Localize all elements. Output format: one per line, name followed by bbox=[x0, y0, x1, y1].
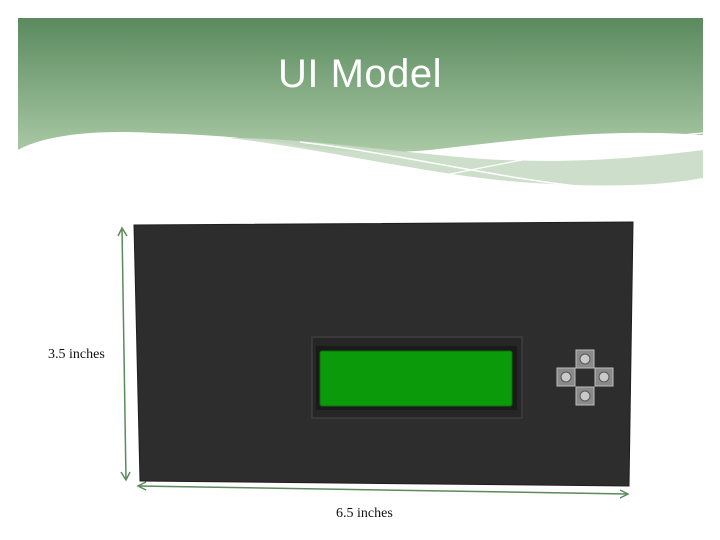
right-button[interactable] bbox=[594, 367, 614, 387]
height-label: 3.5 inches bbox=[48, 347, 105, 362]
up-button[interactable] bbox=[575, 349, 595, 369]
width-label: 6.5 inches bbox=[336, 506, 393, 521]
title-banner bbox=[18, 18, 704, 200]
height-dimension-line bbox=[117, 226, 131, 482]
width-dimension-line bbox=[136, 481, 630, 499]
down-button[interactable] bbox=[575, 386, 595, 406]
slide-title: UI Model bbox=[277, 52, 443, 96]
left-button[interactable] bbox=[556, 367, 576, 387]
lcd-screen bbox=[319, 350, 513, 407]
